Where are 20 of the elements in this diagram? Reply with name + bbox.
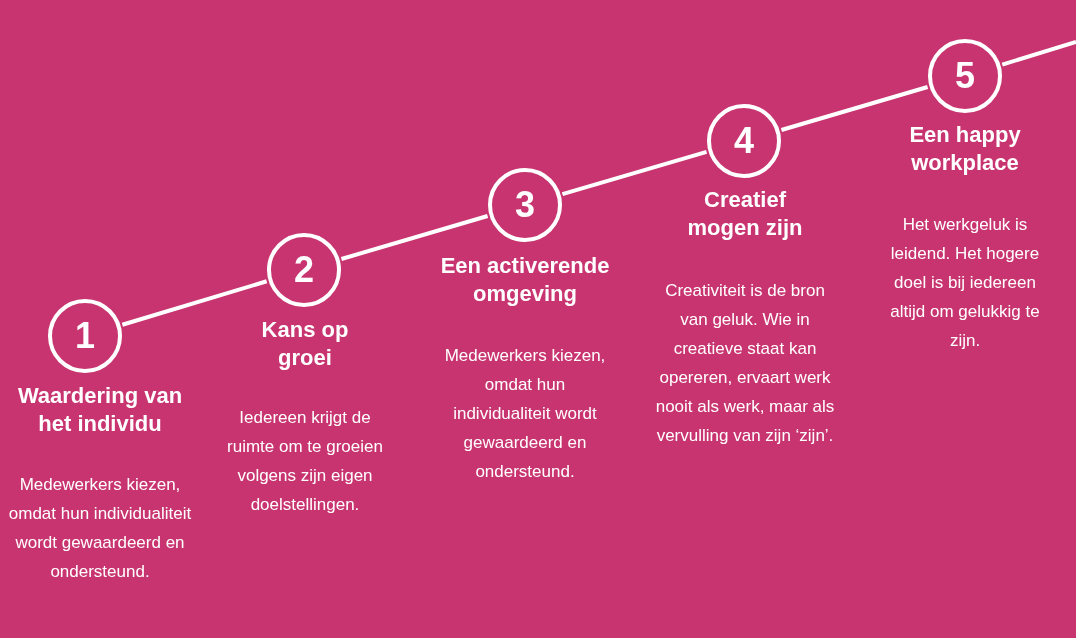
step-number-circle: 5	[928, 39, 1002, 113]
step-heading: Kans op groei	[260, 316, 350, 372]
step-heading: Creatief mogen zijn	[686, 186, 804, 242]
step-number-circle: 3	[488, 168, 562, 242]
step-description: Medewerkers kiezen, omdat hun individualiteit wordt gewaardeerd en ondersteund.	[7, 474, 193, 583]
step-heading: Waardering van het individu	[16, 382, 184, 438]
connector-line	[561, 150, 708, 196]
connector-line	[121, 279, 268, 327]
connector-line	[340, 214, 489, 261]
step-description: Het werkgeluk is leidend. Het hogere doel is bij iedereen altijd om gelukkig te zijn.	[889, 214, 1041, 352]
step-number-circle: 1	[48, 299, 122, 373]
step-description: Iedereen krijgt de ruimte om te groeien volgens zijn eigen doelstellingen.	[226, 407, 384, 516]
step-heading: Een happy workplace	[908, 121, 1022, 177]
step-description: Creativiteit is de bron van geluk. Wie in creatieve staat kan opereren, ervaart werk nooit als werk, maar als vervulling van zijn ‘zijn’.	[655, 280, 835, 447]
step-heading: Een activerende omgeving	[439, 252, 611, 308]
step-number-circle: 2	[267, 233, 341, 307]
connector-line	[780, 85, 929, 132]
step-number-circle: 4	[707, 104, 781, 178]
step-description: Medewerkers kiezen, omdat hun individualiteit wordt gewaardeerd en ondersteund.	[443, 345, 607, 483]
connector-line	[1001, 40, 1076, 67]
